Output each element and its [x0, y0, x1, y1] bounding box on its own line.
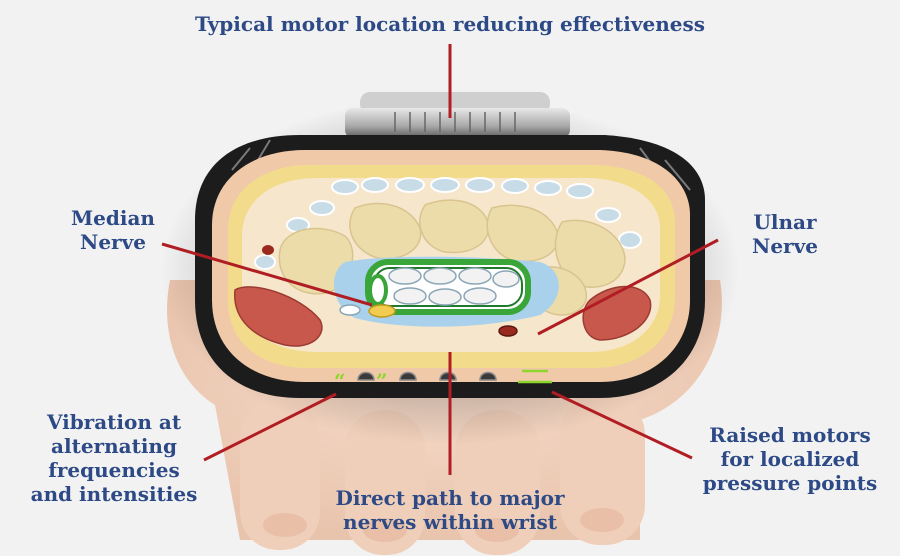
label-line: pressure points: [702, 471, 878, 495]
median-nerve: [368, 304, 396, 318]
label-line: Vibration at: [46, 410, 182, 434]
finger: [560, 395, 645, 545]
label-line: Nerve: [80, 230, 146, 254]
label-vibration: Vibration at alternating frequencies and…: [14, 410, 214, 506]
label-raised-motors: Raised motors for localized pressure poi…: [690, 423, 890, 495]
svg-text:“: “: [334, 369, 346, 393]
svg-text:”: ”: [376, 369, 388, 393]
bottom-motors: [357, 371, 497, 381]
label-line: Typical motor location reducing effectiv…: [195, 12, 705, 36]
label-line: frequencies: [48, 458, 180, 482]
label-direct-path: Direct path to major nerves within wrist: [320, 486, 580, 534]
finger: [345, 410, 425, 555]
label-line: for localized: [720, 447, 860, 471]
label-line: nerves within wrist: [343, 510, 557, 534]
quote-mark-icons: “ ”: [334, 369, 388, 393]
label-typical-motor-location: Typical motor location reducing effectiv…: [0, 12, 900, 36]
label-line: Ulnar: [753, 210, 817, 234]
extensor-tendons: [254, 177, 642, 270]
leader-line-raised: [551, 390, 693, 460]
thenar-muscle: [234, 286, 323, 347]
carpal-bones: [278, 199, 626, 316]
label-median-nerve: Median Nerve: [48, 206, 178, 254]
ulnar-artery: [498, 325, 518, 337]
leader-line-ulnar: [537, 238, 719, 336]
label-line: alternating: [51, 434, 177, 458]
leader-line-median: [161, 242, 373, 307]
raised-line-icon: [518, 369, 552, 384]
label-ulnar-nerve: Ulnar Nerve: [720, 210, 850, 258]
flexor-tendons: [365, 259, 531, 315]
label-line: Median: [71, 206, 155, 230]
label-line: and intensities: [30, 482, 198, 506]
leader-lines: [161, 44, 719, 475]
label-line: Direct path to major: [335, 486, 565, 510]
leader-line-vibration: [203, 392, 337, 462]
label-line: Nerve: [752, 234, 818, 258]
label-line: Raised motors: [709, 423, 871, 447]
motor-housing: [345, 92, 570, 138]
finger: [455, 410, 540, 555]
finger: [240, 400, 320, 550]
